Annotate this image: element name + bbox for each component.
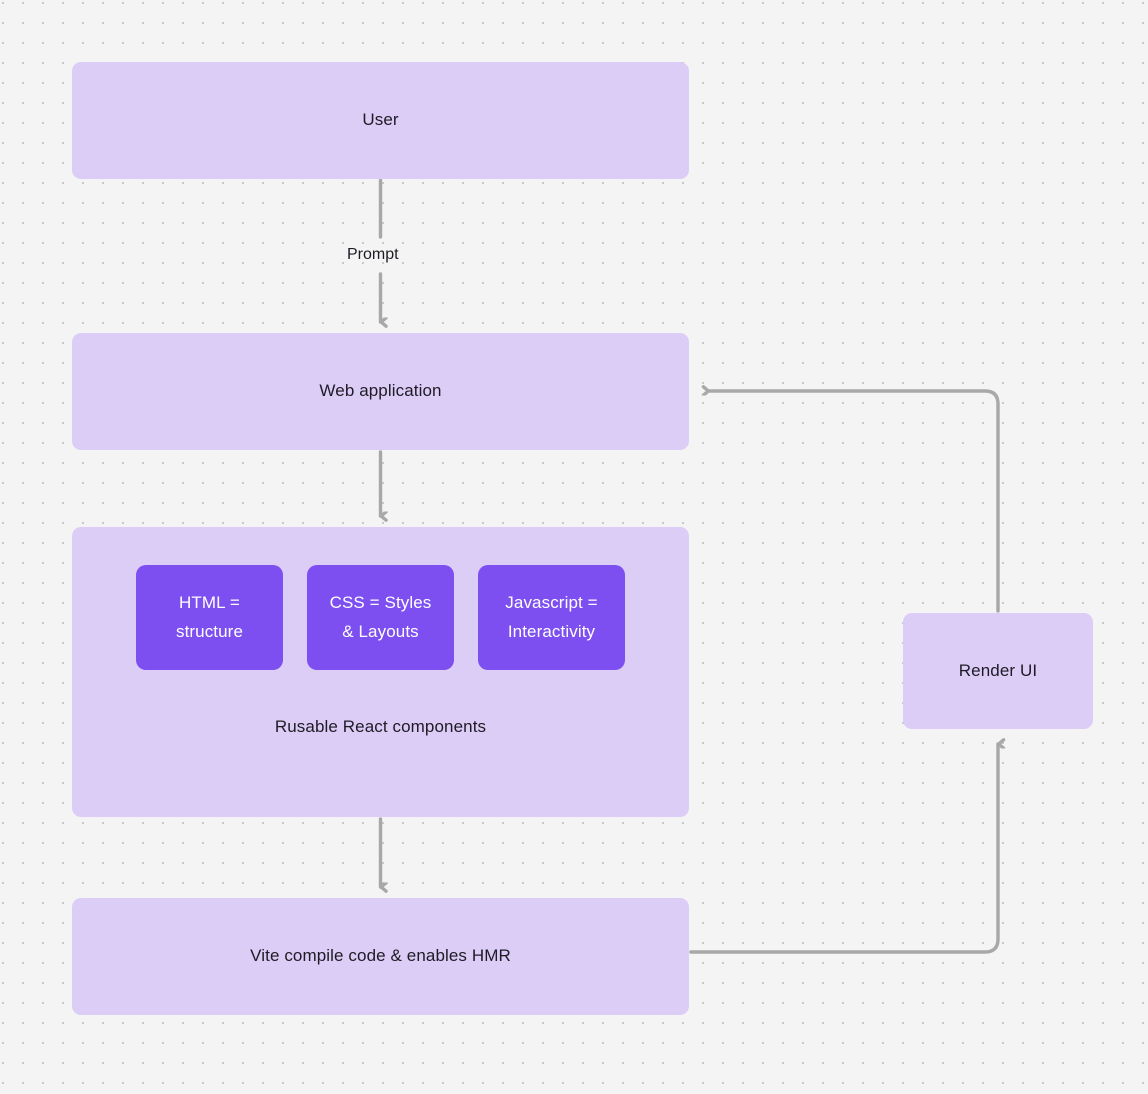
sub-node-javascript-line1: Javascript = [505,593,598,613]
node-render-ui-label: Render UI [958,660,1038,680]
sub-node-html-line1: HTML = [179,593,240,613]
sub-node-javascript[interactable]: Javascript = Interactivity [478,565,625,670]
node-reusable-react-components[interactable]: HTML = structure CSS = Styles & Layouts Ja… [72,527,689,817]
sub-node-css[interactable]: CSS = Styles & Layouts [307,565,454,670]
node-web-application[interactable]: Web application [72,333,689,450]
sub-node-javascript-label: Javascript = Interactivity [505,589,597,645]
node-render-ui[interactable]: Render UI [903,613,1093,729]
node-vite-compile[interactable]: Vite compile code & enables HMR [72,898,689,1015]
sub-node-javascript-line2: Interactivity [507,621,596,641]
edge-render-to-webapp [709,391,1000,613]
sub-node-row: HTML = structure CSS = Styles & Layouts Ja… [136,565,625,670]
node-vite-compile-label: Vite compile code & enables HMR [250,946,511,966]
node-reusable-react-components-label: Rusable React components [274,717,487,736]
sub-node-html[interactable]: HTML = structure [136,565,283,670]
node-web-application-label: Web application [319,381,442,401]
node-user[interactable]: User [72,62,689,179]
edge-label-prompt: Prompt [347,246,399,263]
sub-node-css-line2: & Layouts [342,621,419,641]
sub-node-css-line1: CSS = Styles [329,593,432,613]
sub-node-html-line2: structure [175,621,244,641]
edge-vite-to-render [689,744,998,954]
sub-node-html-label: HTML = structure [176,589,243,645]
sub-node-css-label: CSS = Styles & Layouts [330,589,432,645]
node-user-label: User [362,110,399,130]
